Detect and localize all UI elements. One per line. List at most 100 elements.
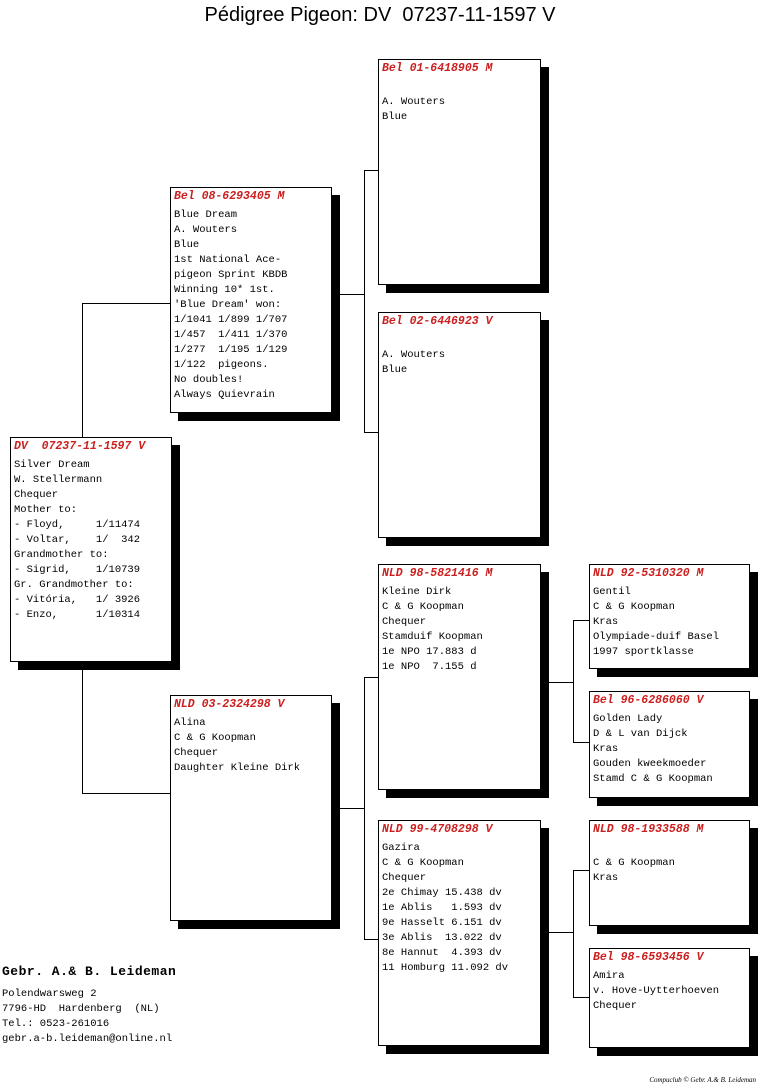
page-title: Pédigree Pigeon: DV 07237-11-1597 V xyxy=(204,4,556,26)
card-line: C & G Koopman xyxy=(593,601,675,613)
connector-line xyxy=(549,682,573,683)
sire-sire-card: Bel 01-6418905 M A. Wouters Blue xyxy=(378,59,541,285)
dam-dam-dam-card: Bel 98-6593456 V Amira v. Hove-Uytterhoe… xyxy=(589,948,750,1048)
connector-line xyxy=(82,793,172,794)
card-line: - Sigrid, 1/10739 xyxy=(14,564,141,576)
dam-card: NLD 03-2324298 V Alina C & G Koopman Che… xyxy=(170,695,332,921)
connector-line xyxy=(82,303,172,304)
card-line: Chequer xyxy=(174,747,219,759)
sire-dam-card: Bel 02-6446923 V A. Wouters Blue xyxy=(378,312,541,538)
card-line: Chequer xyxy=(382,616,427,628)
card-line: Stamd C & G Koopman xyxy=(593,773,713,785)
card-line: Stamduif Koopman xyxy=(382,631,483,643)
breeder-address: Polendwarsweg 2 xyxy=(2,988,97,1000)
card-line: Always Quievrain xyxy=(174,389,275,401)
connector-line xyxy=(573,870,574,997)
card-line: Blue xyxy=(382,364,408,376)
connector-line xyxy=(364,939,378,940)
card-line xyxy=(382,333,538,348)
card-line: Amira xyxy=(593,970,625,982)
card-line: C & G Koopman xyxy=(382,857,464,869)
card-line: Blue xyxy=(382,111,408,123)
connector-line xyxy=(549,932,573,933)
subject-card: DV 07237-11-1597 V Silver Dream W. Stell… xyxy=(10,437,172,662)
ring-number: Bel 02-6446923 V xyxy=(382,315,493,328)
card-line: 1/1041 1/899 1/707 xyxy=(174,314,288,326)
ring-number: NLD 99-4708298 V xyxy=(382,823,493,836)
card-line: Kras xyxy=(593,616,619,628)
card-line: Gentil xyxy=(593,586,631,598)
card-line: C & G Koopman xyxy=(174,732,256,744)
connector-line xyxy=(364,170,378,171)
dam-dam-sire-card: NLD 98-1933588 M C & G Koopman Kras xyxy=(589,820,750,926)
card-line: pigeon Sprint KBDB xyxy=(174,269,288,281)
connector-line xyxy=(340,294,364,295)
connector-line xyxy=(573,870,589,871)
card-line: A. Wouters xyxy=(382,96,446,108)
card-line: A. Wouters xyxy=(174,224,238,236)
dam-dam-card: NLD 99-4708298 V Gazira C & G Koopman Ch… xyxy=(378,820,541,1046)
card-line: 11 Homburg 11.092 dv xyxy=(382,962,509,974)
credit-footer: Compuclub © Gebr. A.& B. Leideman xyxy=(649,1076,756,1084)
card-line: Golden Lady xyxy=(593,713,663,725)
card-line: No doubles! xyxy=(174,374,244,386)
breeder-city: 7796-HD Hardenberg (NL) xyxy=(2,1003,160,1015)
ring-number: Bel 96-6286060 V xyxy=(593,694,704,707)
card-line: 2e Chimay 15.438 dv xyxy=(382,887,502,899)
card-line: - Floyd, 1/11474 xyxy=(14,519,141,531)
card-line: 9e Hasselt 6.151 dv xyxy=(382,917,502,929)
breeder-name: Gebr. A.& B. Leideman xyxy=(2,964,177,979)
ring-number: NLD 92-5310320 M xyxy=(593,567,704,580)
card-line: - Voltar, 1/ 342 xyxy=(14,534,141,546)
connector-line xyxy=(573,620,589,621)
ring-number: NLD 98-1933588 M xyxy=(593,823,704,836)
card-line: Gouden kweekmoeder xyxy=(593,758,707,770)
card-line: Kleine Dirk xyxy=(382,586,452,598)
ring-number: Bel 01-6418905 M xyxy=(382,62,493,75)
card-line: Winning 10* 1st. xyxy=(174,284,275,296)
connector-line xyxy=(364,432,378,433)
ring-number: NLD 03-2324298 V xyxy=(174,698,285,711)
connector-line xyxy=(364,170,365,432)
card-line: Daughter Kleine Dirk xyxy=(174,762,301,774)
breeder-phone: Tel.: 0523-261016 xyxy=(2,1018,110,1030)
card-line: A. Wouters xyxy=(382,349,446,361)
dam-sire-dam-card: Bel 96-6286060 V Golden Lady D & L van D… xyxy=(589,691,750,798)
connector-line xyxy=(573,620,574,742)
card-line: 'Blue Dream' won: xyxy=(174,299,282,311)
card-line: Gazira xyxy=(382,842,420,854)
card-line: Kras xyxy=(593,872,619,884)
card-line: v. Hove-Uytterhoeven xyxy=(593,985,720,997)
card-line: 1/457 1/411 1/370 xyxy=(174,329,288,341)
card-line: Chequer xyxy=(382,872,427,884)
connector-line xyxy=(340,808,364,809)
dam-sire-sire-card: NLD 92-5310320 M Gentil C & G Koopman Kr… xyxy=(589,564,750,669)
card-line: Grandmother to: xyxy=(14,549,109,561)
card-line: C & G Koopman xyxy=(382,601,464,613)
card-line: W. Stellermann xyxy=(14,474,103,486)
ring-number: Bel 08-6293405 M xyxy=(174,190,285,203)
card-line: Alina xyxy=(174,717,206,729)
card-line: 1e NPO 17.883 d xyxy=(382,646,477,658)
card-line: - Enzo, 1/10314 xyxy=(14,609,141,621)
card-line: Chequer xyxy=(14,489,59,501)
card-line: 8e Hannut 4.393 dv xyxy=(382,947,502,959)
card-line xyxy=(593,841,747,856)
card-line: 1/277 1/195 1/129 xyxy=(174,344,288,356)
card-line: Gr. Grandmother to: xyxy=(14,579,134,591)
card-line: 1st National Ace- xyxy=(174,254,282,266)
card-line: 1e NPO 7.155 d xyxy=(382,661,477,673)
card-line: Kras xyxy=(593,743,619,755)
card-line: D & L van Dijck xyxy=(593,728,688,740)
card-line: Mother to: xyxy=(14,504,78,516)
card-line: Blue xyxy=(174,239,200,251)
ring-number: NLD 98-5821416 M xyxy=(382,567,493,580)
card-line: C & G Koopman xyxy=(593,857,675,869)
card-line: Blue Dream xyxy=(174,209,238,221)
card-line xyxy=(382,80,538,95)
card-line: 1e Ablis 1.593 dv xyxy=(382,902,502,914)
breeder-info: Gebr. A.& B. Leideman Polendwarsweg 2 77… xyxy=(2,964,176,1047)
breeder-email: gebr.a-b.leideman@online.nl xyxy=(2,1033,173,1045)
connector-line xyxy=(573,997,589,998)
card-line: 3e Ablis 13.022 dv xyxy=(382,932,502,944)
